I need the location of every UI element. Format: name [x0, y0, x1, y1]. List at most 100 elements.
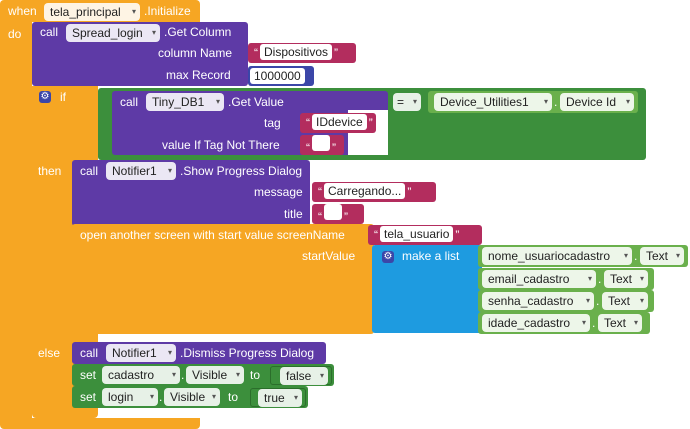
default-value[interactable]: [312, 135, 330, 151]
list-item-component-label: idade_cadastro: [488, 316, 571, 330]
column-name-string[interactable]: “Dispositivos”: [248, 43, 356, 63]
list-item-component-label: senha_cadastro: [488, 294, 574, 308]
chevron-down-icon: ▾: [587, 274, 592, 283]
gear-icon[interactable]: ⚙: [382, 251, 394, 263]
title-value[interactable]: [324, 204, 342, 220]
false-dropdown[interactable]: false ▾: [280, 367, 328, 385]
tinydb-dropdown[interactable]: Tiny_DB1 ▾: [146, 93, 224, 111]
list-item-component-dropdown[interactable]: nome_usuariocadastro ▾: [482, 247, 632, 265]
message-value[interactable]: Carregando...: [324, 183, 406, 199]
list-item-property-dropdown[interactable]: Text ▾: [640, 247, 684, 265]
operator-label: =: [397, 95, 405, 109]
list-item-property-dropdown[interactable]: Text ▾: [604, 270, 648, 288]
make-list-label: make a list: [402, 249, 460, 263]
quote-glyph: ”: [344, 210, 348, 224]
title-string[interactable]: “”: [312, 204, 364, 224]
true-dropdown[interactable]: true ▾: [258, 389, 302, 407]
list-item-property-label: Text: [610, 272, 633, 286]
if-keyword: if: [60, 90, 66, 104]
dot-separator: .: [181, 368, 185, 382]
column-name-label: column Name: [158, 46, 233, 60]
visible-label: Visible: [192, 368, 228, 382]
device-id-label: Device Id: [566, 95, 617, 109]
when-keyword: when: [8, 4, 37, 18]
chevron-down-icon: ▾: [149, 392, 154, 401]
do-keyword: do: [8, 27, 22, 41]
list-item-component-label: nome_usuariocadastro: [488, 249, 611, 263]
open-screen-block[interactable]: [72, 224, 374, 334]
default-string[interactable]: “”: [300, 135, 344, 155]
spread-login-dropdown[interactable]: Spread_login ▾: [66, 24, 160, 42]
list-item-component-dropdown[interactable]: email_cadastro ▾: [482, 270, 596, 288]
notifier-dropdown[interactable]: Notifier1 ▾: [106, 344, 176, 362]
event-block-footer: [0, 418, 200, 429]
visible-label: Visible: [170, 390, 206, 404]
list-item-component-dropdown[interactable]: idade_cadastro ▾: [482, 314, 590, 332]
quote-glyph: ”: [455, 228, 460, 242]
dot-separator: .: [554, 95, 558, 109]
screen-dropdown[interactable]: tela_principal ▾: [44, 3, 140, 21]
quote-glyph: “: [254, 46, 258, 60]
device-utilities-dropdown[interactable]: Device_Utilities1 ▾: [434, 93, 552, 111]
then-keyword: then: [38, 164, 62, 178]
else-keyword: else: [38, 346, 61, 360]
get-column-method: .Get Column: [164, 25, 232, 39]
call-keyword: call: [80, 164, 99, 178]
dot-separator: .: [596, 294, 600, 308]
device-id-dropdown[interactable]: Device Id ▾: [560, 93, 634, 111]
chevron-down-icon: ▾: [675, 251, 680, 260]
gear-icon[interactable]: ⚙: [39, 91, 51, 103]
start-value-label: startValue: [302, 249, 356, 263]
set-keyword: set: [80, 390, 97, 404]
screen-name-value[interactable]: tela_usuario: [380, 226, 454, 242]
notifier-label: Notifier1: [112, 164, 157, 178]
quote-glyph: ”: [334, 46, 339, 60]
chevron-down-icon: ▾: [293, 393, 298, 402]
chevron-down-icon: ▾: [215, 97, 220, 106]
notifier-label: Notifier1: [112, 346, 157, 360]
dot-separator: .: [592, 316, 596, 330]
chevron-down-icon: ▾: [639, 274, 644, 283]
dismiss-progress-method: .Dismiss Progress Dialog: [180, 346, 315, 360]
cadastro-label: cadastro: [108, 368, 155, 382]
dot-separator: .: [634, 249, 638, 263]
max-record-value[interactable]: 1000000: [250, 68, 305, 84]
event-block-body-bar: [0, 22, 32, 422]
list-item-property-label: Text: [604, 316, 627, 330]
operator-dropdown[interactable]: = ▾: [393, 93, 421, 111]
chevron-down-icon: ▾: [625, 97, 630, 106]
dot-separator: .: [598, 272, 602, 286]
max-record-number[interactable]: 1000000: [248, 66, 314, 86]
login-dropdown[interactable]: login ▾: [102, 388, 158, 406]
cadastro-dropdown[interactable]: cadastro ▾: [102, 366, 180, 384]
column-name-value[interactable]: Dispositivos: [260, 44, 333, 60]
visible-dropdown[interactable]: Visible ▾: [186, 366, 244, 384]
call-keyword: call: [80, 346, 99, 360]
chevron-down-icon: ▾: [131, 7, 136, 16]
visible-dropdown[interactable]: Visible ▾: [164, 388, 220, 406]
quote-glyph: “: [306, 141, 310, 155]
list-item-property-dropdown[interactable]: Text ▾: [602, 292, 648, 310]
screen-name-string[interactable]: “tela_usuario”: [368, 225, 482, 245]
tag-string[interactable]: “IDdevice”: [300, 113, 376, 133]
list-item-component-dropdown[interactable]: senha_cadastro ▾: [482, 292, 594, 310]
chevron-down-icon: ▾: [623, 251, 628, 260]
quote-glyph: “: [374, 228, 378, 242]
max-record-label: max Record: [166, 68, 231, 82]
message-string[interactable]: “Carregando...”: [312, 182, 436, 202]
list-item-property-dropdown[interactable]: Text ▾: [598, 314, 642, 332]
quote-glyph: “: [306, 116, 310, 130]
notifier-dropdown[interactable]: Notifier1 ▾: [106, 162, 176, 180]
list-item-property-label: Text: [646, 249, 669, 263]
spread-login-label: Spread_login: [72, 26, 143, 40]
quote-glyph: ”: [368, 116, 373, 130]
chevron-down-icon: ▾: [211, 392, 216, 401]
to-keyword: to: [228, 390, 239, 404]
call-keyword: call: [120, 95, 139, 109]
list-item-component-label: email_cadastro: [488, 272, 570, 286]
message-label: message: [254, 185, 303, 199]
chevron-down-icon: ▾: [167, 166, 172, 175]
tag-value[interactable]: IDdevice: [312, 114, 367, 130]
quote-glyph: “: [318, 185, 322, 199]
quote-glyph: ”: [407, 185, 412, 199]
